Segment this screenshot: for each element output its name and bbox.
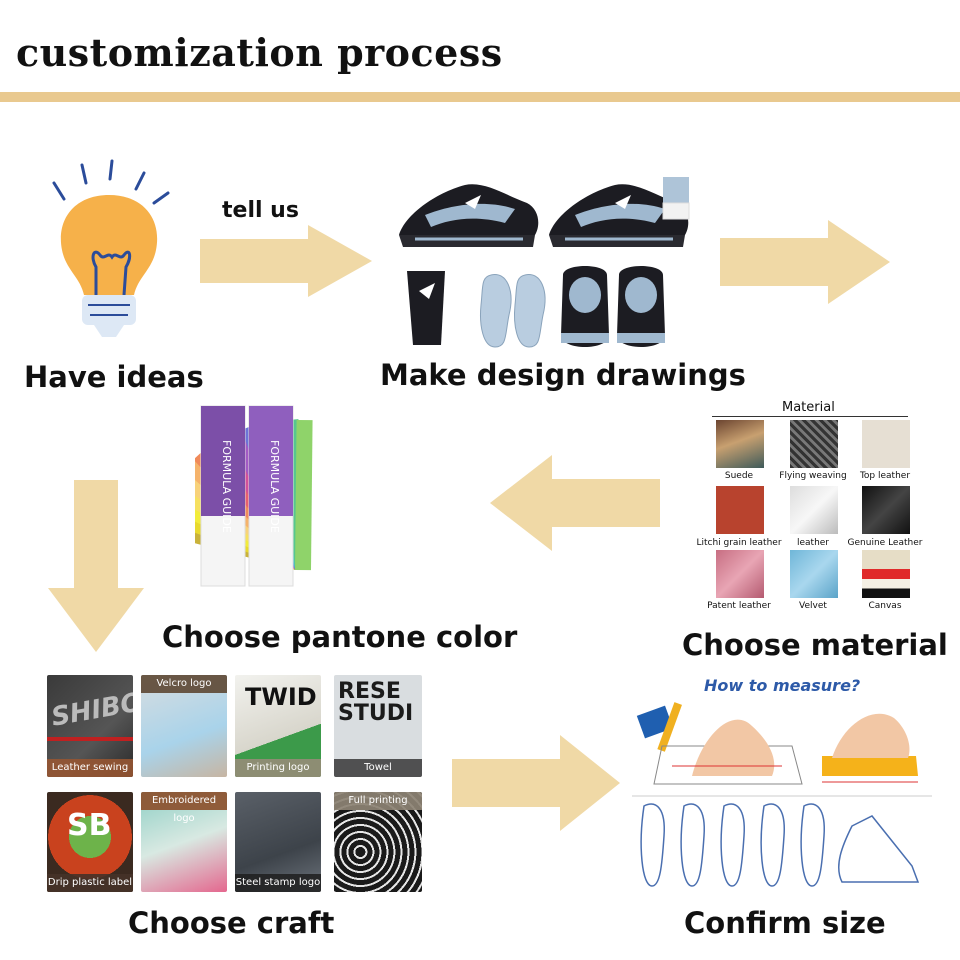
- material-swatch-flying-weaving: [790, 420, 838, 468]
- craft-sample-text: SB: [67, 808, 112, 843]
- title-underline: [0, 92, 960, 102]
- step-choose-material: Choose material: [682, 628, 948, 662]
- step-make-design-drawings: Make design drawings: [380, 358, 746, 392]
- craft-sample-text: TWID: [245, 683, 317, 711]
- step-choose-pantone-color: Choose pantone color: [162, 620, 518, 654]
- lightbulb-icon: [44, 155, 174, 345]
- material-swatch-velvet: [790, 550, 838, 598]
- material-label: Flying weaving: [779, 471, 847, 481]
- craft-tile-towel-embroidery: RESE STUDI Towel embroidery: [334, 675, 422, 777]
- step-choose-craft: Choose craft: [128, 906, 335, 940]
- craft-tile-full-printing: Full printing: [334, 792, 422, 892]
- material-swatch-top-leather: [862, 420, 910, 468]
- arrow-right-1: [200, 225, 372, 297]
- pantone-guide-image: FORMULA GUIDE FORMULA GUIDE: [150, 400, 450, 595]
- craft-label: Towel embroidery: [334, 759, 422, 777]
- material-chart: Material Suede Flying weaving Top leathe…: [696, 400, 922, 615]
- craft-tile-velcro-logo: Velcro logo: [141, 675, 227, 777]
- pantone-guide-label: FORMULA GUIDE: [220, 440, 233, 533]
- material-swatch-suede: [716, 420, 764, 468]
- material-heading: Material: [782, 400, 835, 415]
- material-heading-rule: [712, 416, 908, 417]
- material-label: Velvet: [799, 601, 827, 611]
- measure-guide-image: How to measure?: [632, 672, 932, 897]
- craft-sample-text: SHIBO: [49, 687, 133, 733]
- craft-tile-embroidered-logo: Embroidered logo: [141, 792, 227, 892]
- page-title: customization process: [16, 30, 503, 75]
- arrow-label: tell us: [222, 198, 299, 223]
- step-have-ideas: Have ideas: [24, 360, 204, 394]
- material-label: leather: [796, 538, 830, 548]
- material-label: Patent leather: [707, 601, 771, 611]
- material-swatch-patent-leather: [716, 550, 764, 598]
- material-label: Canvas: [868, 601, 902, 611]
- arrow-right-3: [452, 735, 620, 831]
- craft-sample-text: RESE STUDI: [338, 679, 414, 726]
- craft-label: Printing logo: [235, 759, 321, 777]
- material-swatch-canvas: [862, 550, 910, 598]
- material-label: Genuine Leather: [847, 538, 923, 548]
- arrow-left: [490, 455, 660, 551]
- arrow-down: [48, 480, 144, 652]
- craft-label: Leather sewing: [47, 759, 133, 777]
- material-swatch-leather: [790, 486, 838, 534]
- material-swatch-litchi-grain: [716, 486, 764, 534]
- pantone-swatch: [295, 420, 313, 571]
- step-confirm-size: Confirm size: [684, 906, 886, 940]
- material-label: Top leather: [859, 471, 911, 481]
- craft-tile-drip-plastic-label: SB Drip plastic label: [47, 792, 133, 892]
- craft-label: Embroidered logo: [141, 792, 227, 824]
- craft-tile-printing-logo: TWID Printing logo: [235, 675, 321, 777]
- craft-label: Drip plastic label: [47, 874, 133, 892]
- arrow-right-2: [720, 220, 890, 304]
- craft-label: Full printing: [334, 792, 422, 810]
- measure-title: How to measure?: [704, 676, 861, 695]
- craft-tile-steel-stamp-logo: Steel stamp logo: [235, 792, 321, 892]
- craft-label: Steel stamp logo: [235, 874, 321, 892]
- craft-label: Velcro logo: [141, 675, 227, 693]
- pantone-guide-label: FORMULA GUIDE: [268, 440, 281, 533]
- craft-tile-leather-sewing: SHIBO Leather sewing: [47, 675, 133, 777]
- material-swatch-genuine-leather: [862, 486, 910, 534]
- material-label: Litchi grain leather: [696, 538, 782, 548]
- material-label: Suede: [724, 471, 754, 481]
- craft-stripe: [47, 737, 133, 741]
- design-drawings-image: [395, 175, 695, 365]
